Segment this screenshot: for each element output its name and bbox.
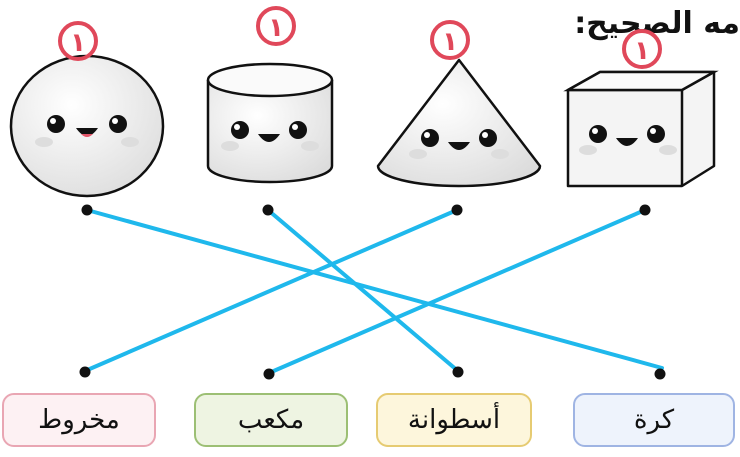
svg-text:١: ١: [634, 36, 650, 66]
sphere-shape: [9, 54, 165, 198]
cylinder-shape: [206, 62, 334, 184]
cone-face-icon: [409, 129, 509, 159]
score-badge-icon: ١: [58, 21, 98, 61]
match-line-cone: [83, 208, 459, 373]
dot: [262, 204, 274, 216]
dot: [639, 204, 651, 216]
match-line-cube: [267, 208, 647, 375]
top-dots: [81, 204, 651, 216]
label-cone[interactable]: مخروط: [2, 393, 156, 447]
label-cube[interactable]: مكعب: [194, 393, 348, 447]
score-badge-icon: ١: [256, 6, 296, 46]
score-badge-icon: ١: [622, 29, 662, 69]
cylinder-face-icon: [221, 121, 319, 151]
dot: [81, 204, 93, 216]
instruction-title: مه الصحيح:: [574, 6, 740, 41]
svg-text:١: ١: [70, 28, 86, 58]
match-line-sphere: [85, 208, 664, 370]
sphere-face-icon: [35, 115, 139, 147]
bottom-dots: [79, 366, 666, 380]
svg-text:١: ١: [268, 13, 284, 43]
dot: [79, 366, 91, 378]
dot: [654, 368, 666, 380]
cube-face-icon: [579, 125, 677, 155]
match-line-cylinder: [266, 208, 460, 373]
score-badge-icon: ١: [430, 20, 470, 60]
dot: [452, 366, 464, 378]
label-sphere[interactable]: كرة: [573, 393, 735, 447]
cube-shape: [563, 70, 719, 188]
dot: [451, 204, 463, 216]
svg-text:١: ١: [442, 27, 458, 57]
label-cylinder[interactable]: أسطوانة: [376, 393, 532, 447]
matching-lines: [83, 208, 664, 375]
cone-shape: [376, 58, 542, 188]
dot: [263, 368, 275, 380]
